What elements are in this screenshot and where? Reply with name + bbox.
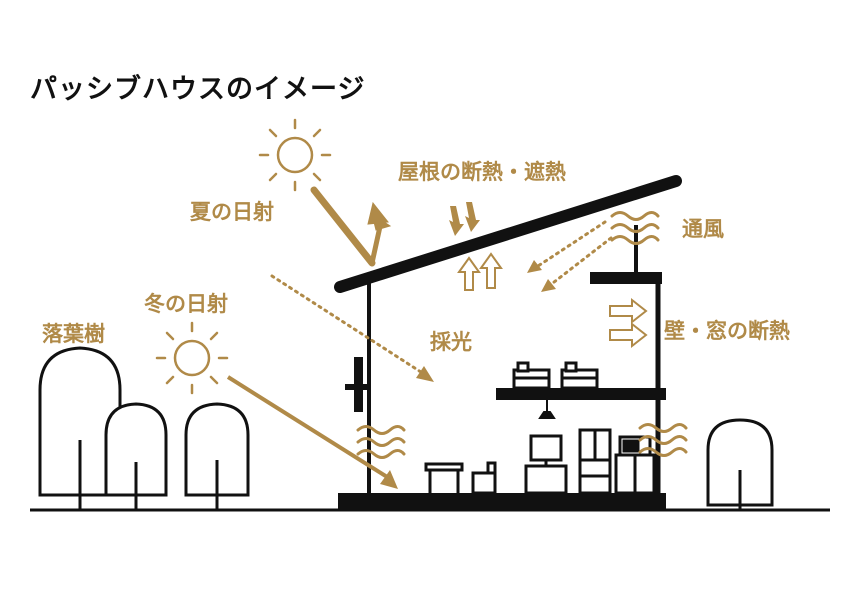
label-daylighting: 採光	[430, 330, 472, 354]
second-floor-slab	[496, 388, 666, 400]
pendant-lamp	[538, 400, 556, 419]
label-winter-sun: 冬の日射	[144, 292, 228, 316]
deciduous-tree-small	[184, 402, 250, 510]
wind-waves-lower-right	[638, 423, 688, 457]
roof-heat-up-arrows	[457, 252, 503, 291]
ventilation-arrowhead-1	[527, 260, 542, 273]
left-window-eave	[345, 384, 369, 390]
tree-right	[706, 418, 774, 510]
deciduous-tree-large	[38, 346, 122, 510]
winter-sun-ray	[226, 375, 398, 489]
label-wall-window-insulation: 壁・窓の断熱	[664, 319, 790, 343]
chair	[471, 461, 497, 495]
ventilation-arrows	[533, 220, 613, 288]
label-ventilation: 通風	[682, 217, 724, 241]
wind-waves-lower-left	[356, 425, 406, 459]
upper-eave	[590, 272, 662, 284]
refrigerator	[578, 428, 612, 495]
bed-2	[560, 361, 599, 390]
microwave-cabinet	[614, 435, 656, 495]
house-floor-slab	[338, 493, 666, 511]
deciduous-tree-medium	[104, 402, 168, 510]
wind-waves-upper	[610, 211, 660, 245]
winter-sun-icon	[155, 321, 229, 395]
daylighting-arrow	[270, 274, 434, 382]
summer-sun-icon	[258, 118, 332, 192]
label-deciduous-trees: 落葉樹	[42, 322, 105, 346]
page-title: パッシブハウスのイメージ	[30, 74, 366, 105]
dining-table	[424, 462, 464, 493]
ventilation-arrowhead-2	[541, 279, 556, 292]
label-summer-sun: 夏の日射	[190, 200, 274, 224]
label-roof-insulation: 屋根の断熱・遮熱	[398, 160, 566, 184]
bed-1	[512, 361, 551, 390]
wall-insulation-arrows	[609, 297, 648, 349]
roof-heat-down-arrows	[449, 202, 480, 236]
tv-stand	[524, 434, 568, 495]
summer-sun-ray	[310, 186, 392, 267]
house-roof	[334, 175, 682, 293]
